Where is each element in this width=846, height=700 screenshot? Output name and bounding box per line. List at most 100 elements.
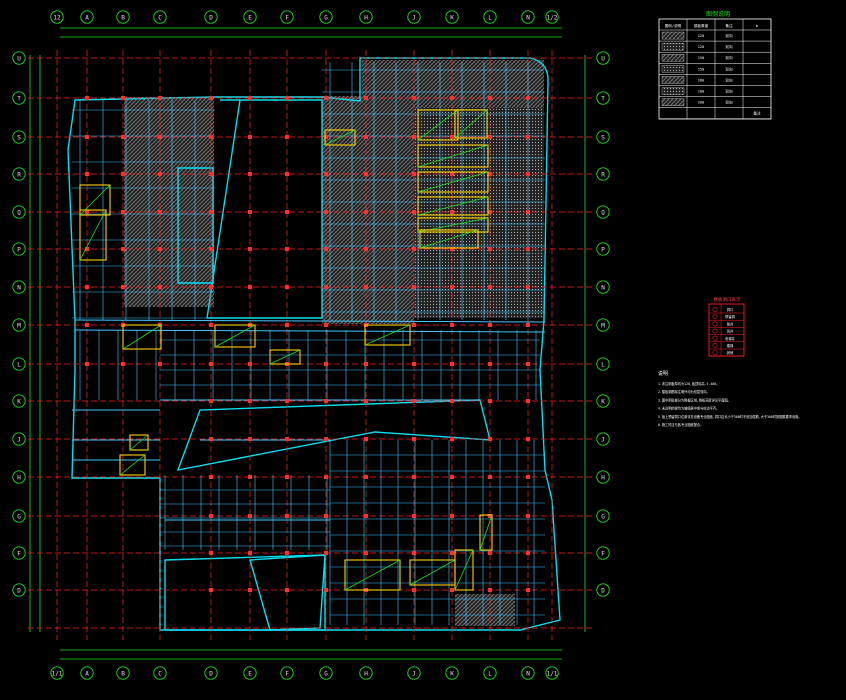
axis-bubble: [116, 10, 130, 24]
axis-label: C: [158, 14, 162, 21]
axis-bubble: [545, 10, 559, 24]
axis-label: J: [412, 670, 416, 677]
axis-label: D: [601, 587, 605, 594]
axis-label: T: [601, 95, 605, 102]
note-line: 5.板上预留洞口位置详见设备专业图纸,洞口边长小于300时不设加强筋,大于300…: [658, 414, 802, 419]
dimension-lines: [29, 27, 586, 660]
axis-bubble: [596, 205, 610, 219]
axis-label: A: [85, 14, 89, 21]
axis-bubble: [596, 546, 610, 560]
axis-label: 12: [53, 14, 61, 21]
axis-bubble: [596, 51, 610, 65]
legend-symbol-icon: [712, 350, 718, 356]
axis-bubble: [359, 10, 373, 24]
axis-label: M: [17, 322, 21, 329]
axis-bubble: [12, 205, 26, 219]
axis-label: P: [17, 246, 21, 253]
axis-bubble: [596, 509, 610, 523]
axis-label: B: [121, 14, 125, 21]
axis-label: F: [17, 550, 21, 557]
slab-openings: [79, 109, 493, 591]
axis-bubble: [596, 470, 610, 484]
legend-cell: 120: [698, 34, 705, 38]
axis-bubble: [12, 280, 26, 294]
axis-label: H: [601, 474, 605, 481]
axis-bubble: [50, 666, 64, 680]
axis-bubble: [12, 318, 26, 332]
opening-legend-item: 预留洞: [725, 314, 736, 319]
axis-bubble: [50, 10, 64, 24]
axis-bubble: [521, 666, 535, 680]
axis-bubble: [12, 242, 26, 256]
axis-bubble: [596, 318, 610, 332]
axis-bubble: [153, 10, 167, 24]
axis-label: H: [364, 670, 368, 677]
axis-label: S: [601, 134, 605, 141]
note-line: 1.未注明板厚均为120,板顶标高-5.400。: [658, 381, 719, 386]
axis-bubble: [596, 394, 610, 408]
note-line: 3.图中阴影部分为降板区域,降板高度详见平面图。: [658, 397, 731, 402]
opening-legend-title: 楼板洞口表示: [714, 296, 741, 303]
axis-label: L: [488, 14, 492, 21]
axis-label: 1/2: [547, 14, 558, 21]
legend-cell: 180: [698, 78, 705, 82]
legend-header-cell: b: [756, 24, 758, 28]
axis-bubble: [12, 91, 26, 105]
axis-label: K: [17, 398, 21, 405]
axis-label: A: [85, 670, 89, 677]
opening-legend-item: 洞口: [727, 307, 734, 312]
axis-label: N: [526, 14, 530, 21]
general-notes: 说明 1.未注明板厚均为120,板顶标高-5.400。2.楼板钢筋除注明外均为双…: [658, 370, 802, 427]
legend-cell: 150: [698, 56, 705, 60]
axis-bubble: [596, 432, 610, 446]
axis-label: N: [526, 670, 530, 677]
axis-label: N: [601, 284, 605, 291]
legend-symbol-icon: [712, 314, 718, 320]
axis-label: E: [248, 14, 252, 21]
axis-label: 1/1: [547, 670, 558, 677]
axis-bubble: [596, 242, 610, 256]
axis-bubble: [12, 167, 26, 181]
legend-cell: 双向: [725, 55, 733, 60]
legend-symbol-icon: [712, 335, 718, 341]
axis-bubble: [596, 583, 610, 597]
axis-bubble: [153, 666, 167, 680]
axis-bubble: [12, 357, 26, 371]
axis-label: F: [285, 14, 289, 21]
legend-header-cell: 图例/说明: [665, 23, 682, 28]
axis-bubble: [359, 666, 373, 680]
axis-bubble: [116, 666, 130, 680]
axis-bubble: [12, 583, 26, 597]
opening-legend-item: 电梯井: [725, 336, 736, 341]
axis-label: L: [488, 670, 492, 677]
axis-label: T: [17, 95, 21, 102]
hatched-slab-regions: [124, 60, 544, 626]
axis-bubble: [80, 10, 94, 24]
axis-label: P: [601, 246, 605, 253]
legend-header-cell: 备注: [725, 23, 733, 28]
axis-bubble: [596, 130, 610, 144]
axis-label: K: [450, 14, 454, 21]
axis-bubble: [204, 666, 218, 680]
legend-cell: 200: [698, 101, 705, 105]
axis-bubble: [12, 51, 26, 65]
axis-bubble: [243, 666, 257, 680]
note-line: 2.楼板钢筋除注明外均为双层双向。: [658, 389, 710, 394]
legend-symbol-icon: [712, 328, 718, 334]
axis-bubble: [483, 10, 497, 24]
axis-bubble: [596, 91, 610, 105]
opening-legend-item: 楼梯: [727, 343, 734, 348]
axis-bubble: [483, 666, 497, 680]
axis-bubble: [12, 130, 26, 144]
axis-label: R: [17, 171, 21, 178]
axis-label: M: [601, 322, 605, 329]
axis-bubble: [596, 280, 610, 294]
opening-legend-item: 管井: [727, 321, 734, 326]
axis-bubble: [596, 357, 610, 371]
legend-cell: 双向: [725, 33, 733, 38]
axis-label: H: [364, 14, 368, 21]
note-line: 4.未注明的梁均为轴线居中或与柱边平齐。: [658, 406, 719, 411]
axis-label: U: [17, 55, 21, 62]
